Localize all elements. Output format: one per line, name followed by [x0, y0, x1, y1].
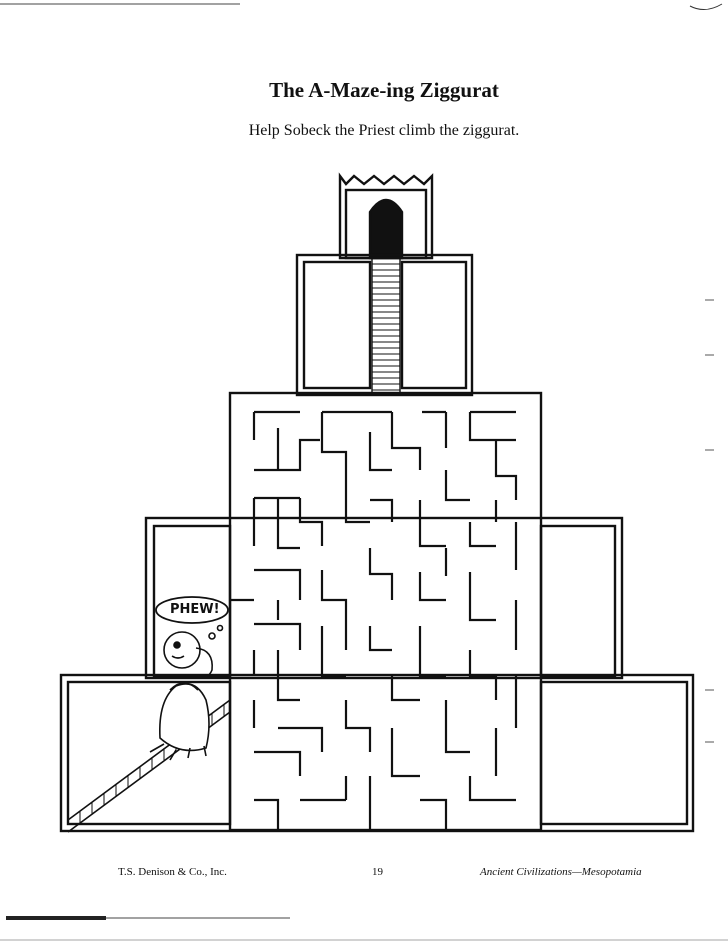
speech-bubble [155, 596, 229, 624]
footer-page-number: 19 [372, 866, 383, 878]
scan-artifact-mark [689, 3, 723, 10]
ziggurat-middle-tier [144, 516, 624, 680]
ziggurat-shrine [338, 172, 434, 260]
footer-book-title: Ancient Civilizations—Mesopotamia [480, 866, 642, 878]
page-title: The A-Maze-ing Ziggurat [269, 78, 499, 102]
priest-sobeck-figure [149, 624, 224, 761]
speech-bubble-text: PHEW! [170, 602, 220, 617]
ziggurat-base-tier [59, 673, 695, 833]
footer-marks [0, 299, 728, 941]
maze-border [228, 391, 543, 832]
upper-stair-steps [372, 263, 400, 391]
maze-walls [230, 410, 518, 830]
upper-staircase [371, 258, 401, 395]
footer-publisher: T.S. Denison & Co., Inc. [118, 866, 227, 878]
ziggurat-upper-tier [295, 253, 474, 397]
page-subtitle: Help Sobeck the Priest climb the ziggura… [248, 122, 520, 139]
